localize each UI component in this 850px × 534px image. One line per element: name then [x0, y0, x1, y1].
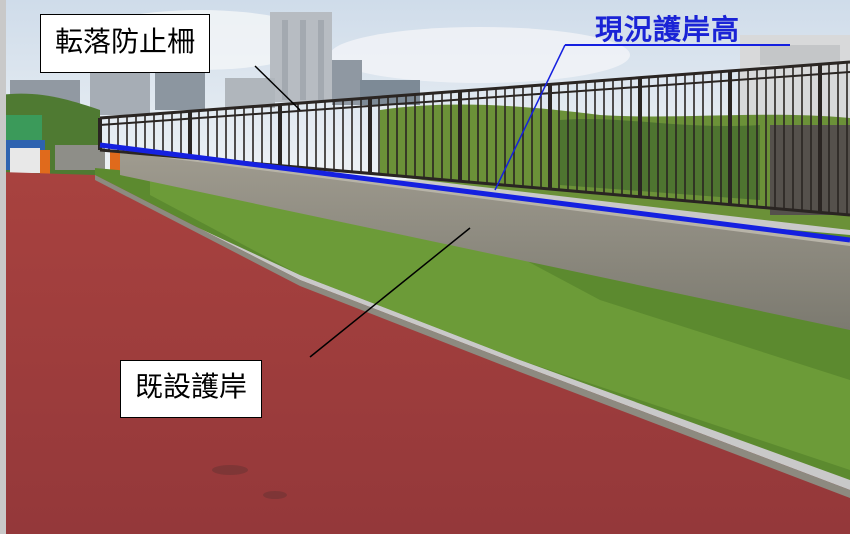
steps [55, 145, 105, 170]
green-tarp [2, 115, 42, 140]
path-stain [263, 491, 287, 499]
current-seawall-height-label: 現況護岸高 [595, 13, 741, 46]
grass-highlight [150, 180, 850, 470]
barrier [10, 148, 40, 173]
path-curb [95, 175, 850, 498]
frame-edge [0, 0, 6, 534]
height-leader-line [494, 44, 566, 191]
fence-bars [98, 62, 848, 215]
fence-leader-line [254, 65, 301, 111]
seawall-leader-line [309, 227, 471, 358]
seawall-height-line [99, 142, 850, 243]
path-stain [212, 465, 248, 475]
existing-seawall-label: 既設護岸 [120, 360, 263, 418]
cone [40, 150, 50, 175]
red-pathway [0, 172, 850, 534]
far-vegetation-dark [560, 118, 760, 200]
concrete-wall [120, 148, 850, 330]
cloud [330, 27, 630, 83]
fence-label: 転落防止柵 [40, 14, 211, 73]
cone [110, 152, 120, 174]
